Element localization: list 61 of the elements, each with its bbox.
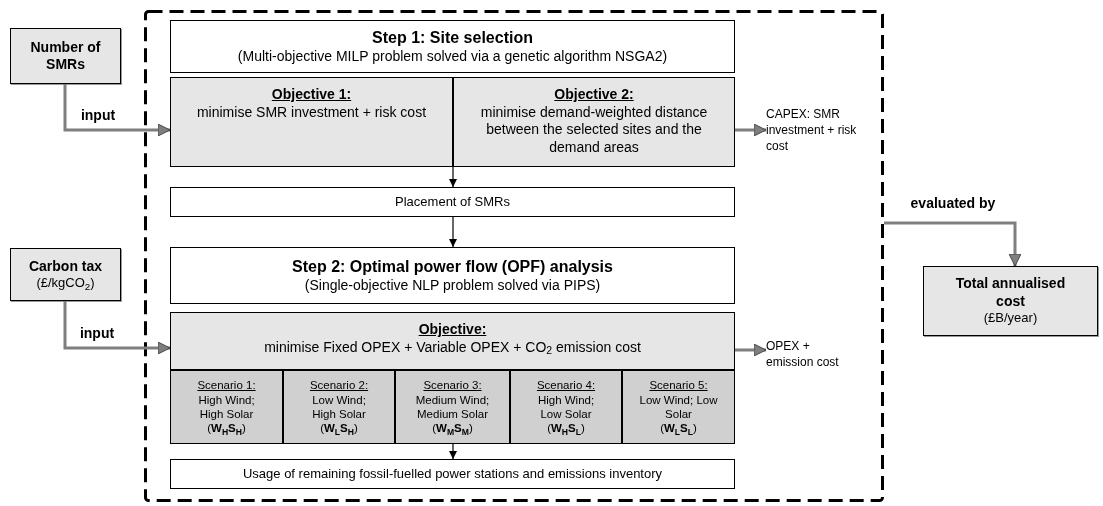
result-box	[923, 266, 1098, 336]
result-unit: (£B/year)	[983, 310, 1038, 327]
objective-box	[170, 77, 453, 167]
scenario-heading: Scenario 2:	[309, 378, 369, 393]
scenario-code: (W$_{H}$S$_{H}$)	[207, 421, 246, 436]
scenario-text: High Wind; Low Solar	[536, 392, 596, 422]
dashed-frame	[144, 10, 884, 502]
objective-heading: Objective 1:	[271, 86, 352, 104]
scenario-box	[622, 370, 735, 444]
objective-heading: Objective 2:	[554, 86, 634, 104]
arrow	[884, 221, 1022, 267]
edge-label: input	[78, 107, 118, 125]
scenario-box	[395, 370, 510, 444]
arrow	[735, 123, 767, 137]
scenario-text: Low Wind; Low Solar	[639, 392, 718, 422]
scenario-heading: Scenario 4:	[536, 378, 596, 393]
result-title: Total annualised cost	[954, 275, 1067, 311]
arrow	[449, 216, 457, 248]
input-box	[10, 248, 121, 301]
scenario-text: Low Wind; High Solar	[311, 392, 367, 422]
scenario-box	[170, 370, 283, 444]
input-title: Carbon tax	[28, 257, 103, 276]
scenario-text: Medium Wind; Medium Solar	[414, 392, 491, 422]
scenario-heading: Scenario 3:	[423, 378, 482, 393]
scenario-box	[510, 370, 622, 444]
scenario-heading: Scenario 1:	[197, 378, 256, 393]
input-box	[10, 28, 121, 84]
input-title: Number of SMRs	[29, 38, 102, 74]
objective-box	[170, 312, 735, 370]
step-box	[170, 247, 735, 304]
process-box	[170, 459, 735, 489]
step-subtitle: (Multi-objective MILP problem solved via a genetic algorithm NSGA2)	[237, 47, 668, 66]
arrow	[449, 443, 457, 460]
note-text: CAPEX: SMR investment + risk cost	[766, 106, 858, 154]
step-box	[170, 20, 735, 73]
note-text: OPEX + emission cost	[766, 338, 840, 370]
process-box	[170, 187, 735, 217]
arrow	[735, 343, 767, 357]
scenario-box	[283, 370, 395, 444]
scenario-code: (W$_{H}$S$_{L}$)	[547, 421, 585, 436]
objective-box	[453, 77, 735, 167]
scenario-text: High Wind; High Solar	[197, 392, 256, 422]
arrow	[63, 301, 171, 355]
arrow	[63, 84, 171, 137]
step-title: Step 2: Optimal power flow (OPF) analysis	[292, 256, 613, 277]
scenario-code: (W$_{L}$S$_{H}$)	[320, 421, 358, 436]
objective-text: minimise Fixed OPEX + Variable OPEX + CO$_{2}$ emission cost	[264, 338, 641, 356]
process-text: Usage of remaining fossil-fuelled power stations and emissions inventory	[242, 465, 663, 483]
edge-label: input	[77, 325, 117, 343]
step-subtitle: (Single-objective NLP problem solved via PIPS)	[304, 276, 601, 295]
objective-text: minimise demand-weighted distance between the selected sites and the demand areas	[479, 103, 709, 156]
process-text: Placement of SMRs	[395, 193, 510, 211]
scenario-code: (W$_{L}$S$_{L}$)	[660, 421, 697, 436]
scenario-code: (W$_{M}$S$_{M}$)	[432, 421, 473, 436]
objective-text: minimise SMR investment + risk cost	[196, 103, 427, 121]
edge-label: evaluated by	[908, 195, 998, 213]
step-title: Step 1: Site selection	[372, 27, 533, 48]
input-unit: (£/kgCO$_{2}$)	[36, 275, 95, 292]
arrow	[449, 166, 457, 188]
objective-heading: Objective:	[418, 321, 487, 339]
scenario-heading: Scenario 5:	[649, 378, 708, 393]
